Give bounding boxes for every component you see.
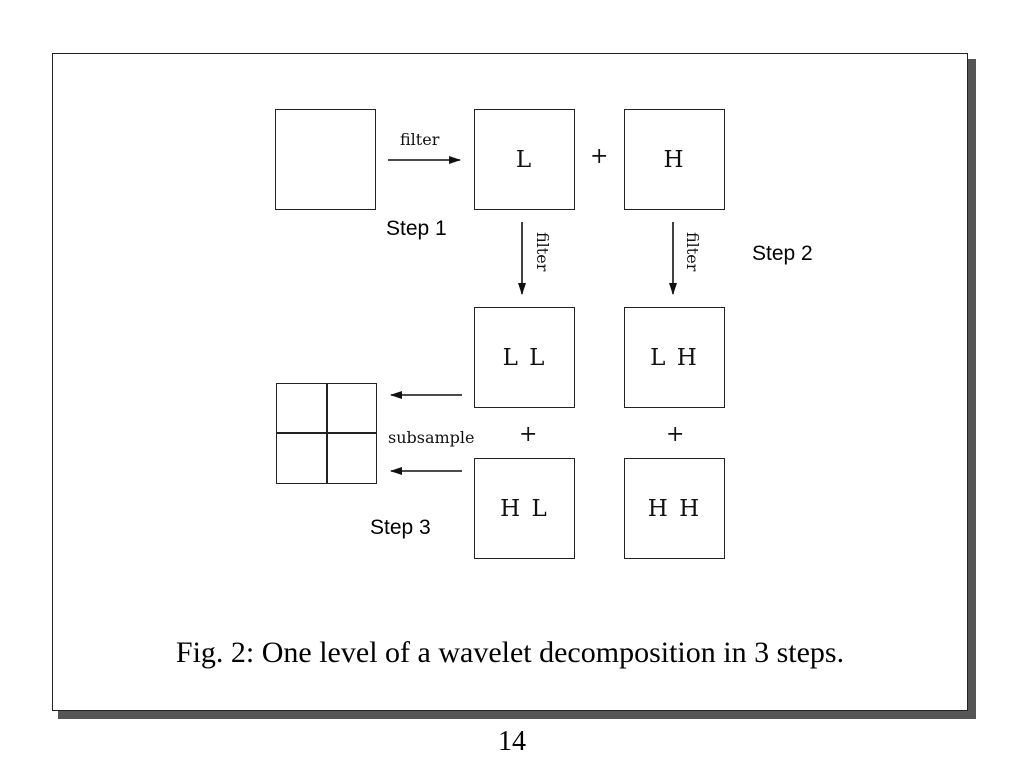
box-LH: L H [624,307,725,408]
box-LL: L L [474,307,575,408]
box-HL: H L [474,458,575,559]
box-LH-label: L H [650,344,699,371]
output-subband-grid [276,383,377,484]
grid-vertical-divider [326,384,328,483]
input-image-box [275,109,376,210]
box-HH: H H [624,458,725,559]
box-HL-label: H L [500,495,549,522]
plus-sign-mid-right: + [666,422,685,447]
figure-caption: Fig. 2: One level of a wavelet decomposi… [175,636,845,669]
filter-label-horizontal: filter [400,130,440,149]
step-1-label: Step 1 [386,217,447,240]
box-L: L [474,109,575,210]
box-LL-label: L L [502,344,547,371]
plus-sign-mid-left: + [519,422,538,447]
box-H-label: H [663,146,686,173]
grid-horizontal-divider [277,432,376,434]
filter-label-vertical-right: filter [683,232,702,272]
plus-sign-top: + [590,144,609,169]
box-HH-label: H H [647,495,702,522]
page-number: 14 [498,726,526,757]
box-L-label: L [515,146,534,173]
step-3-label: Step 3 [370,516,431,539]
step-2-label: Step 2 [752,242,813,265]
box-H: H [624,109,725,210]
filter-label-vertical-left: filter [533,232,552,272]
subsample-label: subsample [388,428,475,447]
